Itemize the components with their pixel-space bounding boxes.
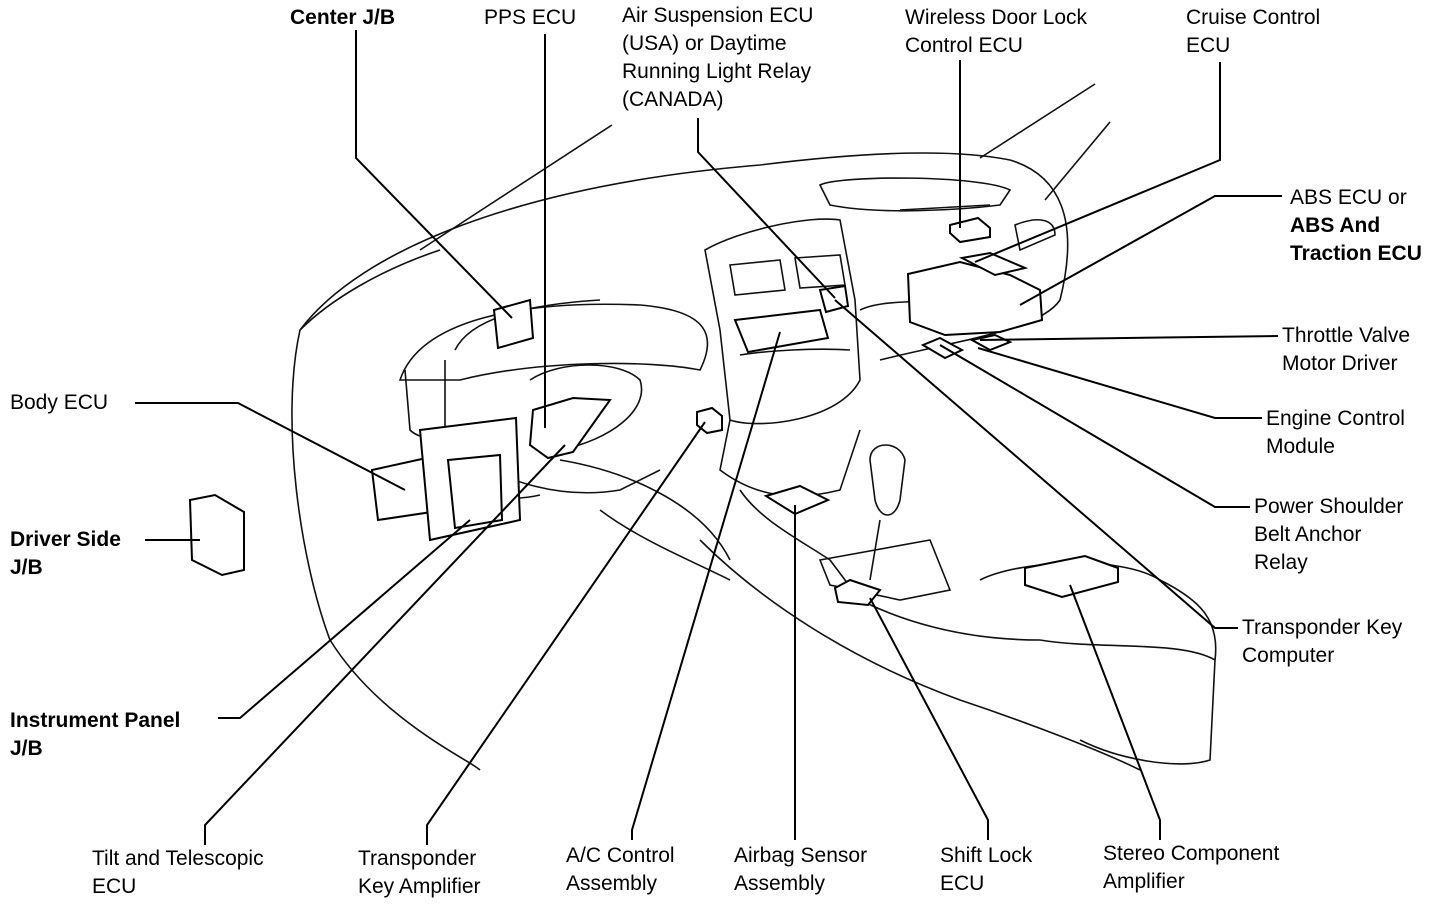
leader-center-jb: [355, 30, 513, 319]
label-line: Transponder Key: [1242, 616, 1403, 639]
label-center-jb: Center J/B: [290, 4, 395, 32]
label-line: ABS And: [1290, 214, 1381, 237]
center-jb-box: [492, 298, 535, 350]
dashboard-outline: [291, 83, 1217, 771]
leader-lines: [135, 30, 1282, 845]
driver-side-jb-box: [188, 493, 245, 577]
pps-ecu-box: [528, 396, 612, 460]
label-line: Assembly: [566, 872, 658, 895]
label-engine-control: Engine Control Module: [1266, 405, 1405, 461]
label-line: Driver Side: [10, 528, 121, 551]
label-transponder-key-computer: Transponder Key Computer: [1242, 614, 1402, 670]
label-line: Control ECU: [905, 34, 1023, 57]
cruise-control-box: [958, 251, 1029, 277]
label-line: Transponder: [358, 847, 477, 870]
label-line: Cruise Control: [1186, 6, 1321, 29]
wireless-door-lock-box: [949, 216, 991, 244]
label-line: A/C Control: [566, 844, 675, 867]
label-driver-side-jb: Driver Side J/B: [10, 526, 121, 582]
label-line: Belt Anchor: [1254, 523, 1362, 546]
label-pps-ecu: PPS ECU: [484, 4, 576, 32]
label-line: ECU: [92, 875, 137, 898]
label-line: Shift Lock: [940, 844, 1033, 867]
label-line: J/B: [10, 737, 43, 760]
label-line: Assembly: [734, 872, 826, 895]
label-line: Instrument Panel: [10, 709, 181, 732]
leader-cruise-control: [974, 62, 1221, 263]
label-line: (USA) or Daytime: [622, 32, 787, 55]
label-throttle-valve: Throttle Valve Motor Driver: [1282, 322, 1410, 378]
label-line: Body ECU: [10, 391, 109, 414]
label-line: Tilt and Telescopic: [92, 847, 264, 870]
leader-power-shoulder: [939, 344, 1250, 508]
label-airbag-sensor: Airbag Sensor Assembly: [734, 842, 867, 898]
leader-shift-lock: [869, 597, 989, 840]
label-line: Running Light Relay: [622, 60, 812, 83]
label-line: PPS ECU: [484, 6, 577, 29]
leader-transponder-key-computer: [834, 299, 1238, 629]
label-line: Traction ECU: [1290, 242, 1422, 265]
leader-air-suspension: [697, 118, 836, 299]
leader-tilt-telescopic: [204, 444, 566, 845]
label-stereo-amplifier: Stereo Component Amplifier: [1103, 840, 1279, 896]
label-line: Center J/B: [290, 6, 396, 29]
label-line: Stereo Component: [1103, 842, 1280, 865]
leader-ac-control: [631, 331, 781, 840]
label-line: Computer: [1242, 644, 1335, 667]
label-ac-control: A/C Control Assembly: [566, 842, 675, 898]
label-line: Key Amplifier: [358, 875, 481, 898]
transponder-key-amplifier-box: [696, 406, 723, 435]
label-line: Airbag Sensor: [734, 844, 868, 867]
label-line: (CANADA): [622, 88, 724, 111]
leader-stereo-amplifier: [1069, 584, 1161, 840]
label-line: Throttle Valve: [1282, 324, 1410, 347]
components: [188, 216, 1119, 607]
leader-instrument-panel-jb: [218, 519, 471, 719]
label-transponder-key-amplifier: Transponder Key Amplifier: [358, 845, 481, 901]
label-line: Module: [1266, 435, 1335, 458]
label-line: Wireless Door Lock: [905, 6, 1088, 29]
leader-abs-ecu: [1019, 195, 1282, 306]
label-instrument-panel-jb: Instrument Panel J/B: [10, 707, 180, 763]
label-wireless-door-lock: Wireless Door Lock Control ECU: [905, 4, 1087, 60]
label-line: Amplifier: [1103, 870, 1185, 893]
leader-body-ecu: [135, 402, 406, 491]
label-line: J/B: [10, 556, 43, 579]
label-line: ECU: [940, 872, 985, 895]
stereo-amplifier-box: [1024, 554, 1119, 599]
label-body-ecu: Body ECU: [10, 389, 108, 417]
label-line: Engine Control: [1266, 407, 1405, 430]
leader-engine-control: [977, 347, 1262, 419]
label-line: Power Shoulder: [1254, 495, 1404, 518]
label-tilt-telescopic: Tilt and Telescopic ECU: [92, 845, 264, 901]
label-cruise-control: Cruise Control ECU: [1186, 4, 1320, 60]
leader-transponder-key-amplifier: [426, 421, 706, 845]
abs-ecu-box: [906, 260, 1044, 337]
label-line: Relay: [1254, 551, 1308, 574]
instrument-panel-jb-box: [446, 453, 504, 530]
shift-lock-box: [833, 578, 882, 607]
ac-control-box: [733, 308, 830, 354]
label-line: ABS ECU or: [1290, 186, 1407, 209]
leader-throttle-valve: [979, 335, 1279, 341]
label-air-suspension: Air Suspension ECU (USA) or Daytime Runn…: [622, 2, 813, 114]
airbag-sensor-box: [763, 484, 831, 516]
label-power-shoulder: Power Shoulder Belt Anchor Relay: [1254, 493, 1403, 577]
label-line: ECU: [1186, 34, 1231, 57]
label-shift-lock: Shift Lock ECU: [940, 842, 1032, 898]
label-abs-ecu: ABS ECU or ABS And Traction ECU: [1290, 184, 1422, 268]
label-line: Motor Driver: [1282, 352, 1398, 375]
label-line: Air Suspension ECU: [622, 4, 814, 27]
